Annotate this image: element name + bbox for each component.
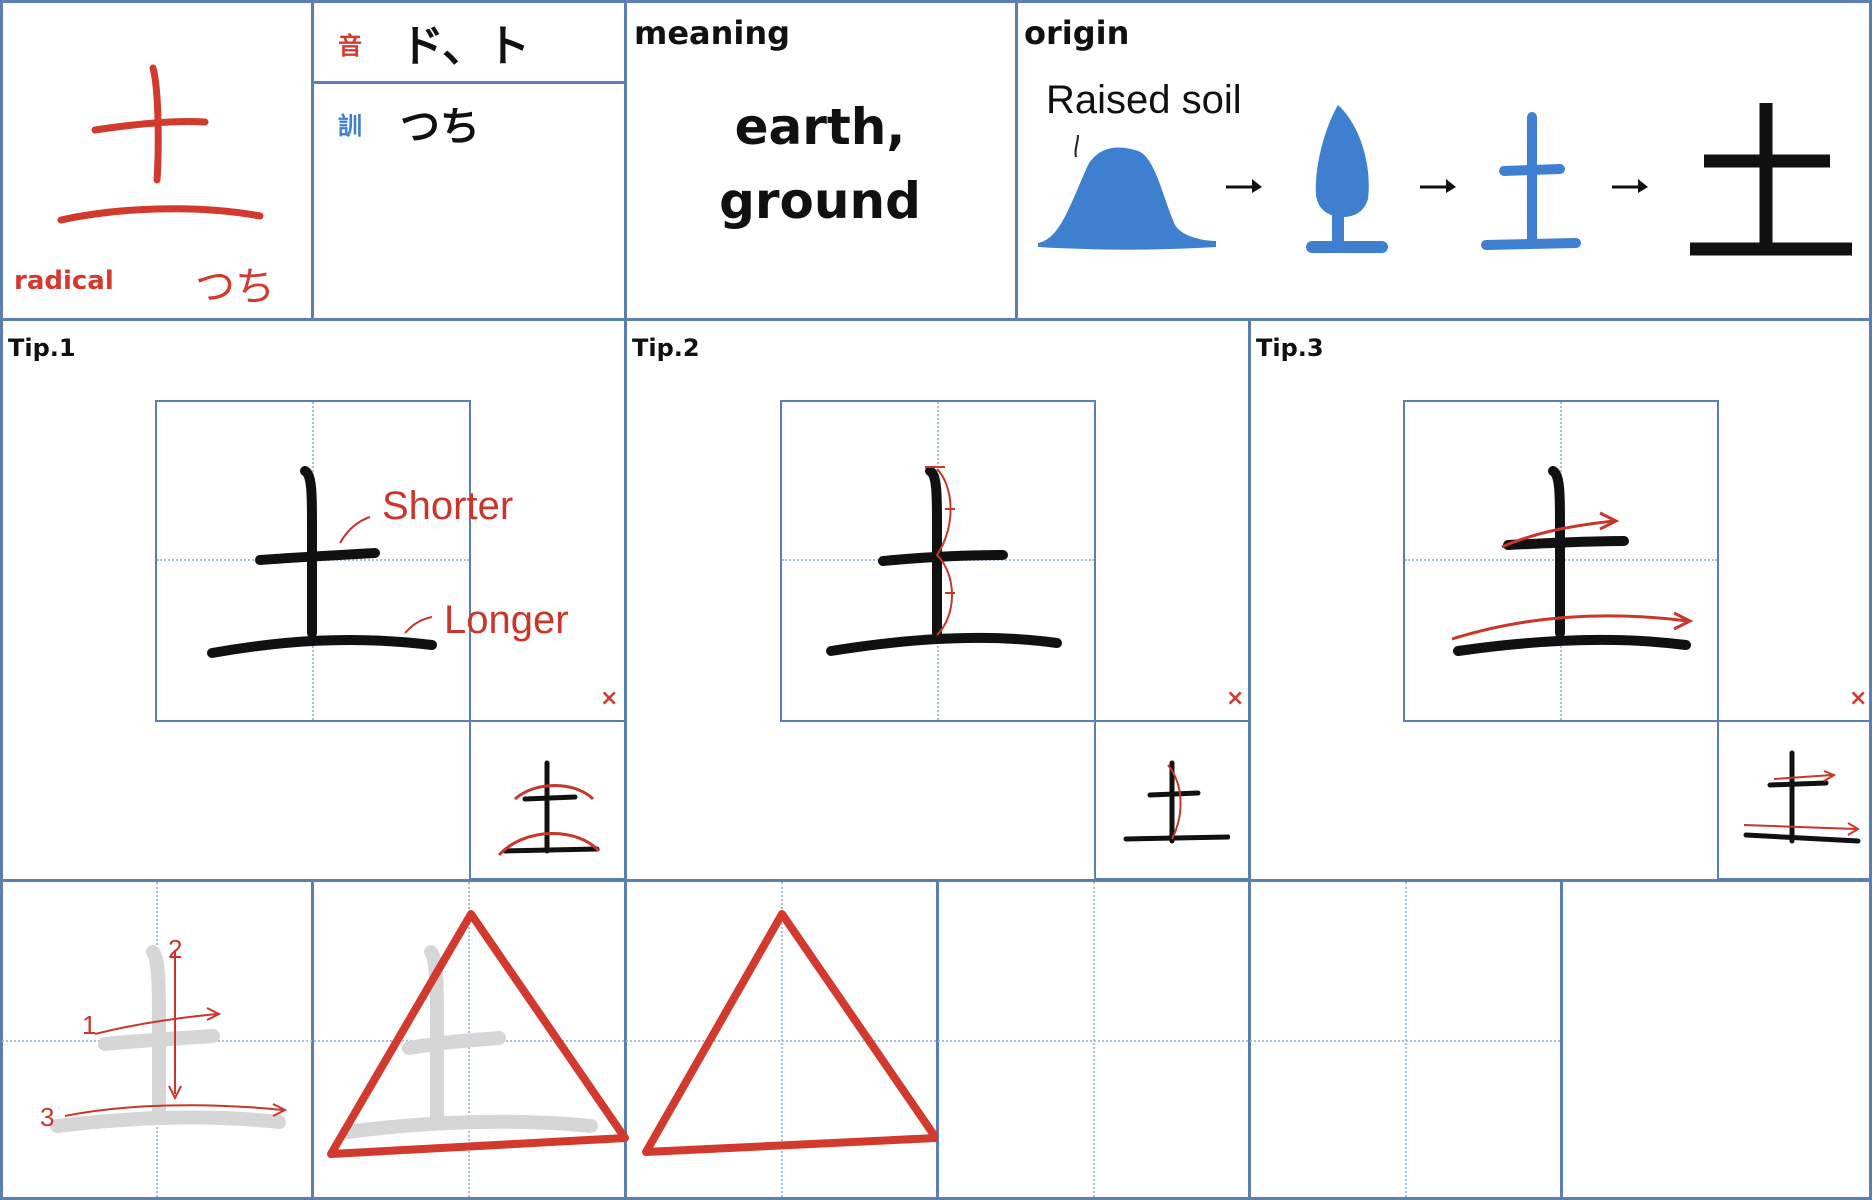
- origin-label: origin: [1024, 14, 1130, 52]
- tip2-label: Tip.2: [632, 334, 700, 362]
- stroke-order-kanji: [50, 945, 288, 1133]
- tip2-kanji: [826, 466, 1062, 656]
- on-reading-value: ド、ト: [400, 21, 531, 72]
- grid-row1-bottom: [0, 318, 1872, 321]
- meaning-line2: ground: [719, 172, 921, 230]
- stroke-number-3: 3: [40, 1102, 55, 1132]
- grid-v-row1-a: [311, 0, 314, 320]
- origin-evolution-drawing: [1038, 103, 1852, 256]
- grid-border-right: [1869, 0, 1872, 1200]
- radical-reading: つち: [195, 264, 275, 310]
- radical-label: radical: [14, 266, 114, 296]
- grid-readings-divider: [312, 81, 625, 84]
- tip3-small-box: [1717, 720, 1872, 880]
- row3-guide-v5: [1405, 882, 1407, 1197]
- kun-reading-icon: 訓: [338, 112, 362, 140]
- grid-v-row3-e: [1560, 880, 1563, 1200]
- tip3-kanji: [1451, 466, 1694, 656]
- radical-kanji: [57, 64, 264, 224]
- tip3-x-mark: ×: [1849, 686, 1868, 711]
- tip1-label: Tip.1: [8, 334, 76, 362]
- tip1-kanji: [207, 466, 437, 658]
- stroke-number-2: 2: [168, 934, 183, 964]
- practice-trace-cell: [327, 910, 629, 1158]
- grid-border-left: [0, 0, 3, 1200]
- stroke-number-1: 1: [82, 1010, 97, 1040]
- grid-v-row1-b: [624, 0, 627, 320]
- on-reading-icon: 音: [338, 32, 362, 60]
- grid-v-row2-a: [624, 320, 627, 880]
- tip1-small-box: [469, 720, 626, 880]
- tip3-small-kanji: [1743, 750, 1861, 844]
- tip2-practice-box: [780, 400, 1096, 722]
- tip1-practice-box: [155, 400, 471, 722]
- grid-v-row1-c: [1015, 0, 1018, 320]
- meaning-label: meaning: [634, 14, 791, 52]
- grid-border-top: [0, 0, 1872, 3]
- tip2-x-mark: ×: [1226, 686, 1245, 711]
- tip1-x-mark: ×: [600, 686, 619, 711]
- tip3-practice-box: [1403, 400, 1719, 722]
- tip1-small-kanji: [497, 760, 601, 857]
- practice-triangle-cell: [642, 910, 938, 1156]
- tip2-small-kanji: [1123, 760, 1230, 844]
- row3-guide-v4: [1093, 882, 1095, 1197]
- kun-reading-value: つち: [400, 104, 480, 150]
- tip1-annotation-shorter: Shorter: [382, 484, 514, 528]
- origin-note: Raised soil: [1046, 78, 1242, 122]
- grid-v-row2-b: [1248, 320, 1251, 880]
- meaning-line1: earth,: [734, 98, 906, 156]
- tip3-label: Tip.3: [1256, 334, 1324, 362]
- row3-guide-v3: [781, 882, 783, 1197]
- tip1-annotation-longer: Longer: [444, 598, 569, 642]
- tip2-small-box: [1094, 720, 1250, 880]
